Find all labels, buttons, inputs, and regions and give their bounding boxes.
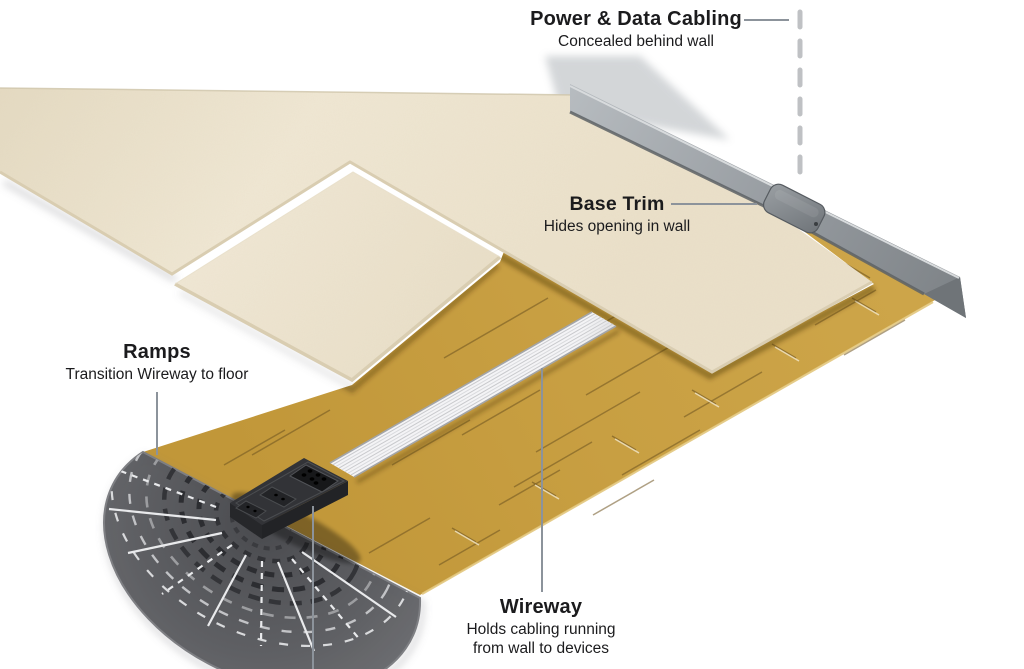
ramp-segment-dividers <box>108 465 397 652</box>
power-cabling-subtitle: Concealed behind wall <box>558 33 714 50</box>
base-trim-subtitle: Hides opening in wall <box>543 218 691 235</box>
power-cabling-label: Power & Data Cabling Concealed behind wa… <box>486 7 786 52</box>
wireway-title: Wireway <box>499 596 583 618</box>
base-trim-label: Base Trim Hides opening in wall <box>487 192 747 237</box>
wireway-label: Wireway Holds cabling running from wall … <box>421 595 661 659</box>
baseboard-end <box>924 277 966 318</box>
carpet-edge-shadow <box>2 179 178 283</box>
carpet-tile <box>174 171 502 383</box>
tile-edge-shadow <box>178 289 356 391</box>
wireway-subtitle-line1: Holds cabling running <box>466 621 616 638</box>
power-data-box <box>230 458 361 564</box>
outlet-holes <box>301 469 327 485</box>
wireway-ridges <box>329 311 617 478</box>
subfloor-edge-highlight <box>421 301 934 595</box>
leader-lines <box>156 19 789 669</box>
tile-cut-edge <box>174 255 502 383</box>
ramps-title: Ramps <box>123 341 191 363</box>
wireway-ribbon <box>329 311 617 478</box>
ramps-subtitle: Transition Wireway to floor <box>65 366 249 383</box>
baseboard-top-highlight <box>569 85 960 279</box>
ramps-label: Ramps Transition Wireway to floor <box>37 340 277 385</box>
wall-shading <box>545 56 730 140</box>
wireway-subtitle-line2: from wall to devices <box>472 640 610 657</box>
carpet-main <box>0 87 873 374</box>
carpet-far-edge <box>0 87 576 96</box>
trim-screw <box>814 222 818 226</box>
power-cabling-title: Power & Data Cabling <box>530 8 742 30</box>
carpet-cut-edge <box>0 160 873 374</box>
base-trim-piece <box>762 183 826 234</box>
base-trim-title: Base Trim <box>569 193 665 215</box>
